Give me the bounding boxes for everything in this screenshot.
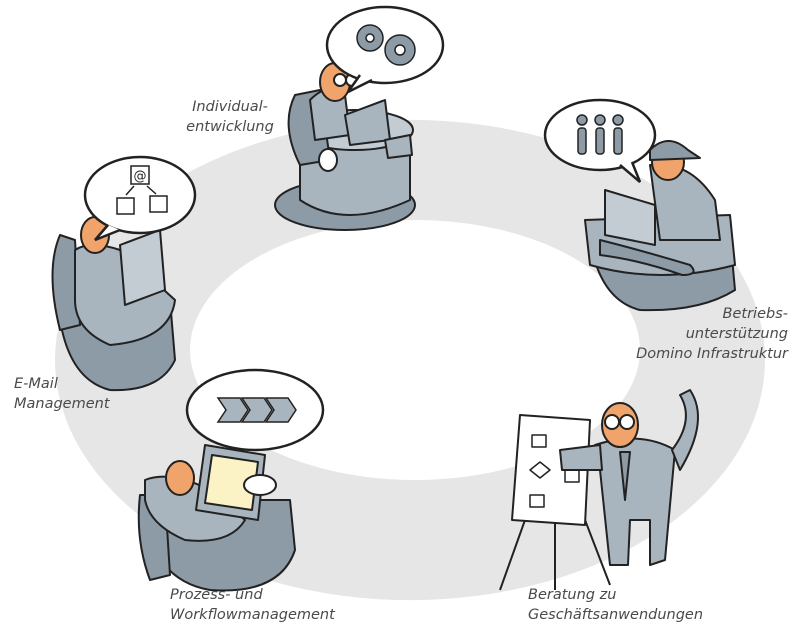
developer-figure xyxy=(274,62,416,231)
infrastructure-thought-bubble xyxy=(543,98,657,183)
label-email-management: E-Mail Management xyxy=(14,374,134,414)
label-line: Beratung zu xyxy=(528,587,617,603)
flipchart xyxy=(499,414,611,591)
label-line: Geschäftsanwendungen xyxy=(528,607,704,623)
email-at-icon: @ xyxy=(134,169,147,184)
email-thought-bubble: @ xyxy=(83,155,197,242)
label-line: Workflowmanagement xyxy=(170,607,335,623)
label-line: Prozess- und xyxy=(170,587,263,603)
label-line: unterstützung xyxy=(685,326,788,342)
gears-thought-bubble xyxy=(325,5,445,94)
label-line: Individual- xyxy=(192,99,268,115)
gear-icon xyxy=(356,24,416,66)
label-individualentwicklung: Individual- entwicklung xyxy=(175,97,285,137)
people-icon xyxy=(576,114,624,155)
label-line: entwicklung xyxy=(186,119,274,135)
label-line: Betriebs- xyxy=(722,306,788,322)
email-figure xyxy=(51,216,176,392)
label-line: Management xyxy=(14,396,110,412)
workflow-figure xyxy=(137,444,296,592)
label-line: Domino Infrastruktur xyxy=(636,346,788,362)
admin-figure xyxy=(584,140,736,312)
label-betriebsunterstuetzung: Betriebs- unterstützung Domino Infrastru… xyxy=(600,304,788,364)
process-arrows-icon xyxy=(216,397,297,423)
consultant-figure xyxy=(559,389,699,566)
label-prozess-workflow: Prozess- und Workflowmanagement xyxy=(170,585,370,625)
workflow-thought-bubble xyxy=(185,368,325,496)
label-beratung: Beratung zu Geschäftsanwendungen xyxy=(528,585,728,625)
label-line: E-Mail xyxy=(14,376,58,392)
